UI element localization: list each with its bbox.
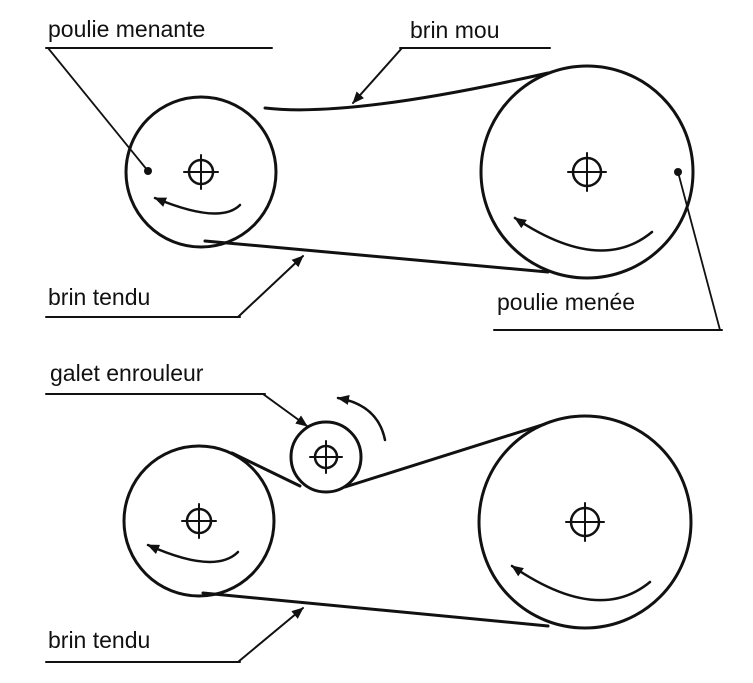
driver-pulley-hub-icon: [183, 154, 219, 190]
label-tight-side-top: brin tendu: [48, 284, 150, 310]
driver-pulley: [124, 95, 278, 249]
driver-bottom-rotation-arrow: [146, 543, 240, 564]
idler-rotation-arrow: [336, 394, 387, 442]
idler-pulley-hub-icon: [309, 440, 343, 474]
driver-pulley-bottom: [122, 444, 276, 598]
slack-belt-strand: [263, 71, 550, 112]
driven-pulley-bottom-hub-icon: [565, 502, 605, 542]
label-driven-pulley: poulie menée: [497, 289, 635, 315]
label-tight-side-bottom: brin tendu: [48, 627, 150, 653]
tight-belt-strand-bottom: [201, 591, 550, 628]
driven-bottom-rotation-arrow: [510, 564, 652, 602]
label-slack-side: brin mou: [410, 17, 499, 43]
driver-pulley-bottom-hub-icon: [181, 503, 217, 539]
driven-pulley-hub-icon: [567, 152, 607, 192]
label-driver-pulley: poulie menante: [48, 16, 205, 42]
idler-pulley: [289, 420, 363, 494]
pointer-dot-driven: [674, 168, 682, 176]
driven-pulley-bottom: [477, 414, 693, 630]
belt-strand-to-idler: [230, 451, 302, 488]
driven-pulley: [479, 64, 695, 280]
tight-belt-strand: [203, 239, 550, 274]
bottom-belt-drive: galet enrouleur brin tendu: [45, 360, 693, 663]
label-idler: galet enrouleur: [50, 360, 204, 386]
driven-rotation-arrow: [513, 216, 654, 252]
belt-strand-from-idler: [343, 422, 547, 489]
pointer-dot-driver: [144, 167, 152, 175]
driver-rotation-arrow: [153, 196, 242, 215]
top-belt-drive: poulie menante brin mou brin tendu pouli…: [45, 16, 723, 331]
